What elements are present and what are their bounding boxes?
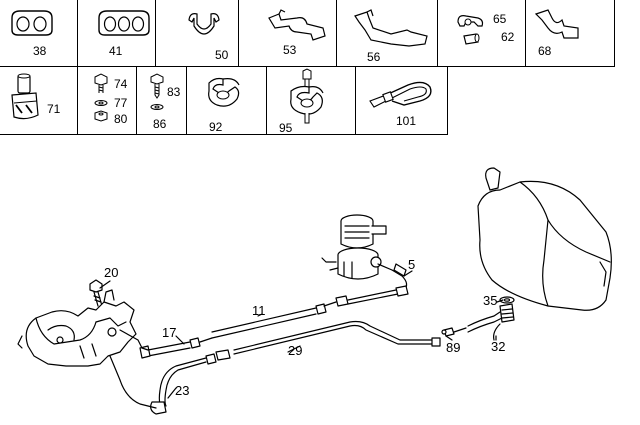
part-cell-53: 53	[238, 0, 337, 67]
callout-11: 11	[252, 303, 266, 318]
angle-bracket-icon	[534, 9, 579, 39]
line-17	[139, 337, 213, 359]
part-number: 50	[215, 48, 229, 62]
part-number: 53	[283, 43, 297, 57]
part-number: 38	[33, 44, 47, 58]
part-cell-83-86: 83 86	[136, 66, 187, 135]
pipe-bracket-icon	[188, 13, 220, 35]
part-number: 62	[501, 30, 515, 44]
damper-icon	[11, 73, 39, 120]
bolt-20	[89, 279, 103, 307]
part-number: 65	[493, 12, 507, 26]
line-11	[211, 285, 409, 339]
part-cell-92: 92	[186, 66, 267, 135]
part-cell-101: 101	[355, 66, 448, 135]
part-number: 56	[367, 50, 381, 64]
part-number: 74	[114, 77, 128, 91]
part-number: 41	[109, 44, 123, 58]
part-cell-65-62: 65 62	[437, 0, 526, 67]
cable-tie-icon	[369, 81, 432, 108]
part-cell-71: 71	[0, 66, 78, 135]
part-cell-56: 56	[336, 0, 438, 67]
callout-32: 32	[491, 339, 506, 354]
clip-and-sleeve-icon	[457, 15, 484, 45]
clip-clamp-icon	[11, 10, 53, 36]
part-number: 83	[167, 85, 181, 99]
triple-clip-icon	[98, 10, 150, 36]
part-cell-95: 95	[266, 66, 356, 135]
part-number: 92	[209, 120, 223, 134]
hose-32	[467, 296, 515, 341]
callout-35: 35	[483, 293, 498, 308]
part-89-connector	[441, 327, 467, 337]
part-cell-74-77-80: 74 77 80	[77, 66, 137, 135]
fuel-pump-drawing	[321, 214, 393, 280]
bolt-washer-nut-icon	[94, 73, 108, 122]
part-number: 80	[114, 112, 128, 126]
part-number: 95	[279, 121, 293, 135]
screw-washer-icon	[150, 73, 164, 110]
callout-29: 29	[288, 343, 303, 358]
fuel-tank-drawing	[477, 167, 612, 311]
part-number: 71	[47, 102, 61, 116]
clamp-with-bolt-icon	[290, 68, 324, 124]
part-number: 68	[538, 44, 552, 58]
part-number: 86	[153, 117, 167, 131]
part-number: 101	[396, 114, 417, 128]
line-29	[215, 320, 441, 361]
part-cell-68: 68	[525, 0, 615, 67]
part-cell-50: 50	[155, 0, 239, 67]
callout-89: 89	[446, 340, 461, 355]
callout-17: 17	[162, 325, 177, 340]
callout-23: 23	[175, 383, 190, 398]
part-number: 77	[114, 96, 128, 110]
long-bracket-icon	[354, 9, 428, 47]
pipe-clamp-icon	[208, 77, 240, 107]
callout-5: 5	[408, 257, 416, 272]
bracket-plate-icon	[268, 9, 326, 41]
callout-20: 20	[104, 265, 119, 280]
part-cell-38: 38	[0, 0, 78, 67]
injection-pump-drawing	[17, 289, 149, 367]
line-23	[109, 353, 217, 415]
